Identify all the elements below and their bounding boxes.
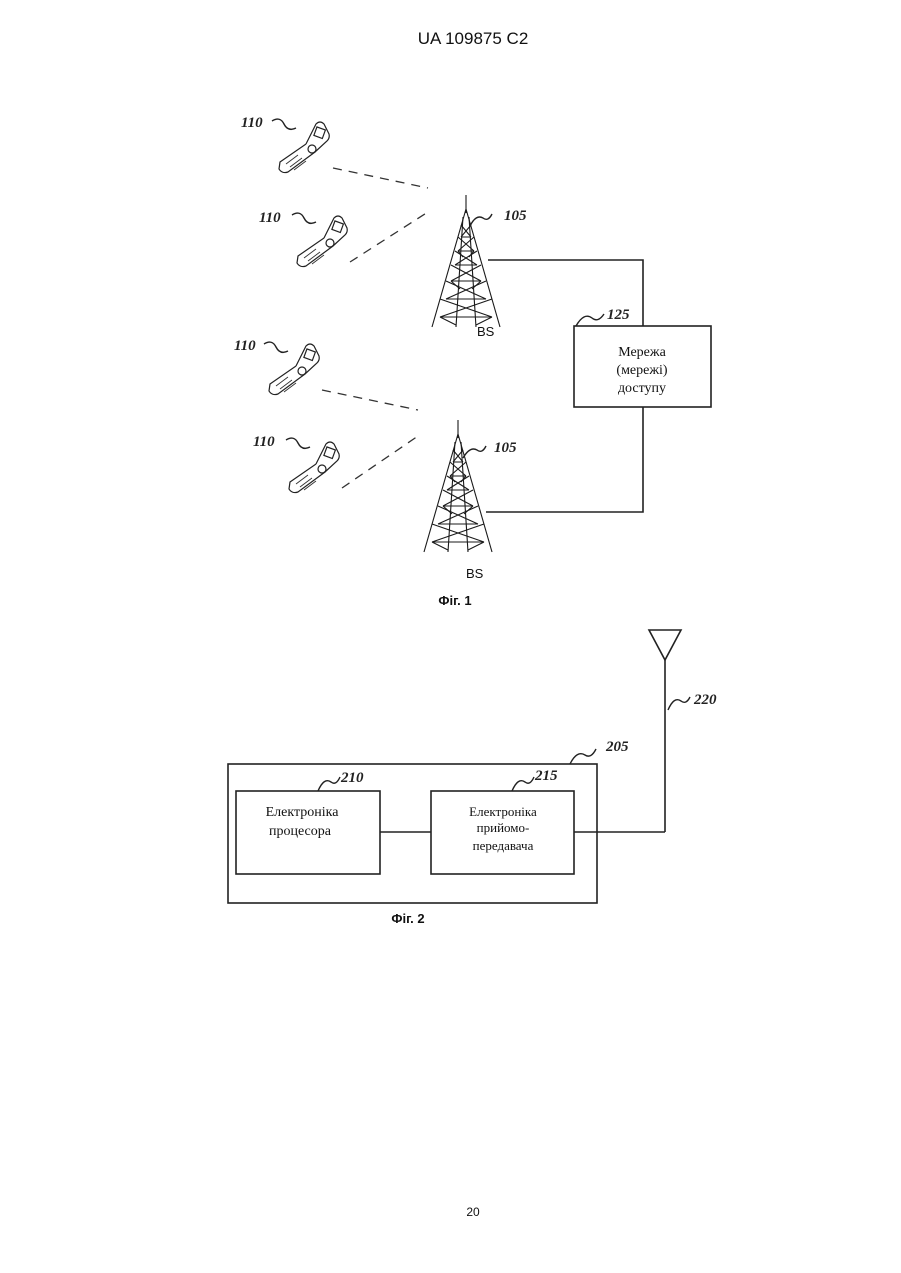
mobile-device-2: 110 <box>259 210 347 267</box>
figure-2: 220 205 Електроніка процесора 210 Електр… <box>228 630 717 926</box>
transceiver-box: Електроніка прийомо- передавача 215 <box>431 768 574 874</box>
transceiver-label-line: прийомо- <box>477 820 530 835</box>
network-label-line: Мережа <box>618 345 666 360</box>
transceiver-label-line: Електроніка <box>469 804 537 819</box>
mobile-device-1: 110 <box>241 115 329 173</box>
tower-ref-label: 105 <box>494 440 517 456</box>
antenna-ref-label: 220 <box>693 692 717 708</box>
figure-1-caption: Фіг. 1 <box>438 593 471 608</box>
base-station-tower-2: 105 BS <box>424 420 517 581</box>
patent-number: UA 109875 C2 <box>418 29 529 48</box>
mobile-ref-label: 110 <box>241 115 263 131</box>
radio-link <box>322 390 418 410</box>
transceiver-ref-label: 215 <box>534 768 558 784</box>
network-label-line: (мережі) <box>616 363 668 378</box>
figure-1: 110 110 110 110 105 BS <box>234 115 711 608</box>
processor-label-line: Електроніка <box>266 805 340 820</box>
radio-link <box>333 168 428 188</box>
network-connection-2 <box>486 407 643 512</box>
device-ref-label: 205 <box>605 739 629 755</box>
base-station-label: BS <box>466 566 484 581</box>
mobile-ref-label: 110 <box>259 210 281 226</box>
base-station-tower-1: 105 BS <box>432 195 527 339</box>
base-station-label: BS <box>477 324 495 339</box>
network-ref-label: 125 <box>607 307 630 323</box>
radio-link <box>350 212 428 262</box>
mobile-ref-label: 110 <box>253 434 275 450</box>
mobile-device-4: 110 <box>253 434 339 493</box>
antenna-icon <box>649 630 681 832</box>
transceiver-label-line: передавача <box>473 838 534 853</box>
figure-2-caption: Фіг. 2 <box>391 911 424 926</box>
network-label-line: доступу <box>618 381 666 396</box>
processor-ref-label: 210 <box>340 770 364 786</box>
processor-box: Електроніка процесора 210 <box>236 770 380 874</box>
page-number: 20 <box>466 1205 480 1219</box>
processor-label-line: процесора <box>269 824 332 839</box>
tower-ref-label: 105 <box>504 208 527 224</box>
radio-link <box>342 436 418 488</box>
mobile-device-3: 110 <box>234 338 319 395</box>
mobile-ref-label: 110 <box>234 338 256 354</box>
